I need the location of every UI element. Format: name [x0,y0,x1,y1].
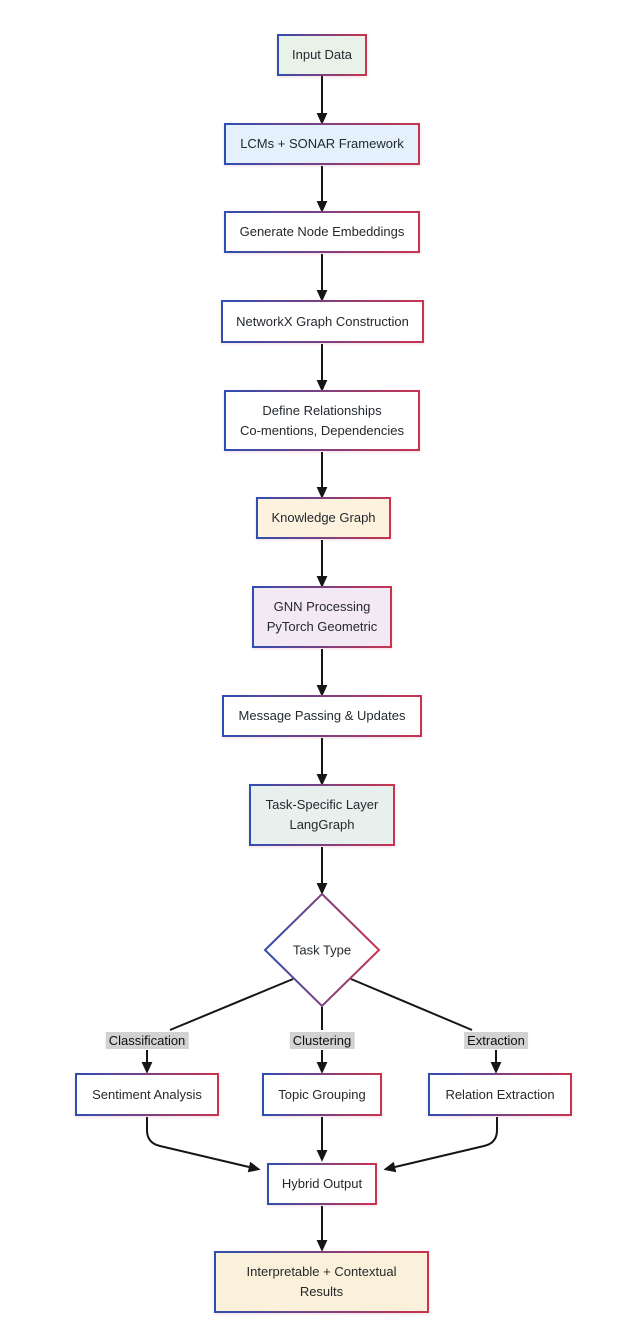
node-knowledge-graph: Knowledge Graph [256,497,391,539]
node-lcms-sonar-framework: LCMs + SONAR Framework [224,123,420,165]
node-task-specific-layer: Task-Specific Layer LangGraph [249,784,395,846]
edge-relation-to-hybrid [383,1117,498,1173]
node-interpretable-contextual-results: Interpretable + Contextual Results [214,1251,429,1313]
node-relation-extraction: Relation Extraction [428,1073,572,1116]
node-topic-grouping: Topic Grouping [262,1073,382,1116]
edge-label-classification: Classification [105,1032,189,1049]
edge-label-extraction: Extraction [464,1032,528,1049]
node-input-data: Input Data [277,34,367,76]
task-type-label: Task Type [292,942,352,958]
edge-tasktype-to-extraction [350,978,473,1031]
edge-group [141,76,502,1252]
node-generate-node-embeddings: Generate Node Embeddings [224,211,420,253]
node-hybrid-output: Hybrid Output [267,1163,377,1205]
edge-sentiment-to-hybrid [146,1117,261,1173]
node-message-passing-updates: Message Passing & Updates [222,695,422,737]
node-sentiment-analysis: Sentiment Analysis [75,1073,219,1116]
node-define-relationships: Define Relationships Co-mentions, Depend… [224,390,420,451]
node-gnn-processing: GNN Processing PyTorch Geometric [252,586,392,648]
edge-tasktype-to-classification [169,978,294,1031]
task-type-diamond [263,892,381,1008]
edge-label-clustering: Clustering [289,1032,355,1049]
node-networkx-graph-construction: NetworkX Graph Construction [221,300,424,343]
